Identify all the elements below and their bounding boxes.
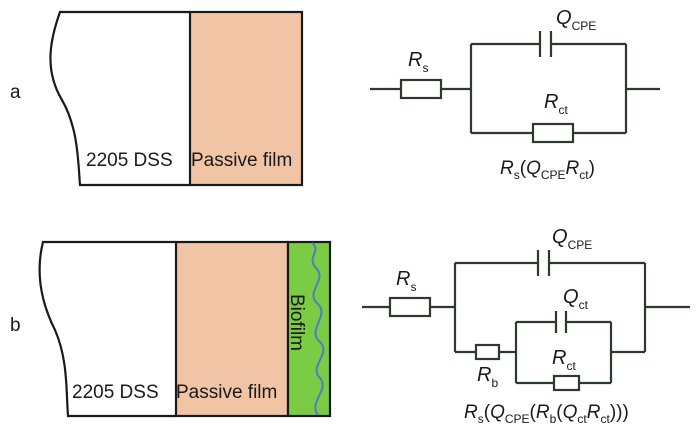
panel-b: b 2205 DSS Passive film Biofilm — [10, 226, 690, 426]
panel-b-circuit-formula: Rs(QCPE(Rb(QctRct))) — [464, 402, 629, 426]
panel-b-rct-label: Rct — [552, 347, 576, 373]
panel-b-passive-film-layer — [174, 240, 290, 418]
panel-b-rct-resistor — [552, 374, 581, 392]
panel-a-rct-resistor — [531, 122, 575, 144]
panel-a-label: a — [10, 82, 21, 103]
panel-b-label: b — [10, 315, 21, 336]
panel-b-rb-resistor — [474, 343, 501, 361]
panel-a-passive-film-layer — [188, 10, 304, 187]
panel-b-biofilm-label: Biofilm — [286, 294, 307, 351]
panel-b-substrate-layer — [38, 240, 176, 418]
panel-b-passive-film-label: Passive film — [176, 382, 277, 403]
panel-b-rs-label: Rs — [396, 268, 416, 294]
panel-a-passive-film-label: Passive film — [191, 150, 292, 171]
panel-a-circuit-formula: Rs(QCPERct) — [500, 158, 595, 182]
panel-a-circuit: Rs QCPE Rct Rs(QCPERct) — [370, 7, 660, 182]
panel-b-biofilm-surface-wave — [311, 242, 325, 416]
panel-b-cross-section: 2205 DSS Passive film Biofilm — [38, 240, 332, 418]
panel-a-rs-resistor — [399, 78, 443, 100]
panel-b-substrate-label: 2205 DSS — [72, 382, 159, 403]
panel-a-substrate-label: 2205 DSS — [86, 150, 173, 171]
panel-b-rb-label: Rb — [477, 364, 498, 390]
panel-b-circuit: Rs QCPE Qct Rb Rct Rs(QCPE(Rb(QctRct))) — [362, 226, 690, 426]
panel-a-rs-label: Rs — [408, 49, 428, 75]
panel-a-substrate-layer — [49, 10, 190, 187]
panel-a: a 2205 DSS Passive film Rs QCPE Rct Rs(Q — [10, 7, 660, 187]
panel-b-biofilm-layer — [286, 240, 332, 418]
panel-b-rs-resistor — [388, 296, 432, 318]
panel-b-qct-label: Qct — [563, 286, 589, 312]
panel-a-cross-section: 2205 DSS Passive film — [49, 10, 304, 187]
panel-a-rct-label: Rct — [544, 91, 568, 117]
panel-a-qcpe-label: QCPE — [556, 7, 596, 33]
panel-b-qcpe-label: QCPE — [552, 226, 592, 252]
